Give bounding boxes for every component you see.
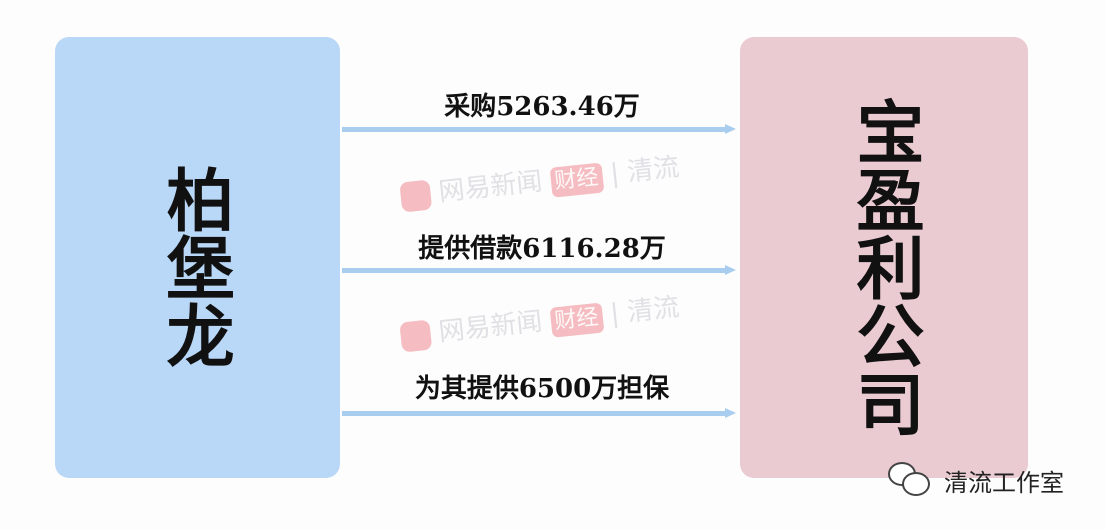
- entity-name-right: 宝盈利公司: [844, 97, 924, 437]
- arrow-guarantee: [342, 408, 736, 418]
- watermark-brand: 网易新闻: [437, 166, 544, 208]
- watermark-column: 清流: [625, 152, 681, 188]
- relation-label-loan: 提供借款6116.28万: [418, 234, 666, 264]
- watermark-brand: 网易新闻: [437, 306, 544, 348]
- watermark-badge: 财经: [549, 302, 604, 338]
- footer-credit: 清流工作室: [888, 462, 1064, 498]
- arrow-loan: [342, 265, 736, 275]
- watermark: 网易新闻 财经 | 清流: [399, 290, 681, 353]
- watermark-badge: 财经: [549, 162, 604, 198]
- relation-label-purchase: 采购5263.46万: [444, 92, 640, 122]
- arrow-purchase: [342, 124, 736, 134]
- watermark-column: 清流: [625, 292, 681, 328]
- relation-label-guarantee: 为其提供6500万担保: [414, 374, 670, 404]
- netease-logo-icon: [399, 319, 433, 353]
- entity-box-left: 柏堡龙: [55, 37, 340, 478]
- footer-text: 清流工作室: [944, 468, 1064, 497]
- netease-logo-icon: [399, 179, 433, 213]
- entity-box-right: 宝盈利公司: [740, 37, 1028, 478]
- entity-name-left: 柏堡龙: [154, 165, 234, 369]
- wechat-icon: [888, 462, 934, 498]
- watermark: 网易新闻 财经 | 清流: [399, 150, 681, 213]
